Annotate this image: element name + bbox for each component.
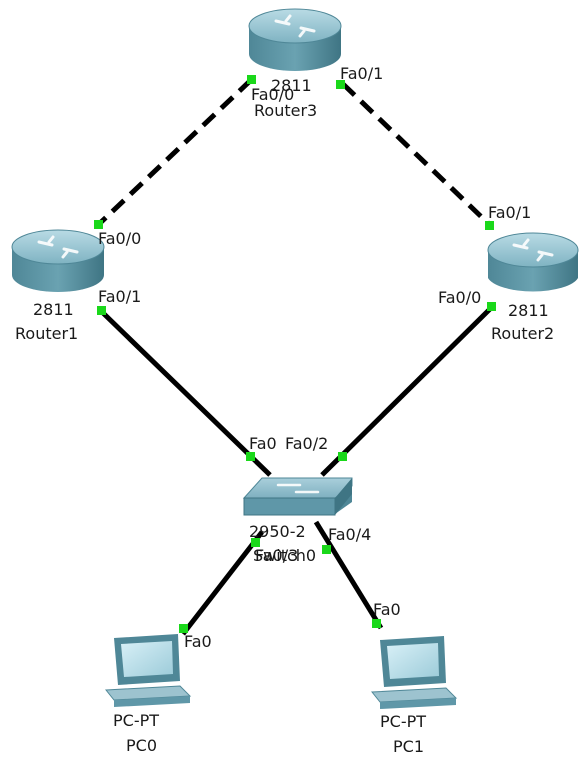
router1[interactable]: 2811 Router1 [11, 229, 105, 343]
router-icon [11, 229, 105, 292]
pc1-model: PC-PT [380, 712, 426, 731]
link-router2-switch[interactable] [320, 305, 494, 477]
port-label-r3-fa00: Fa0/0 [251, 85, 294, 104]
port-indicator [336, 80, 345, 89]
router-icon [248, 8, 342, 71]
port-indicator [246, 452, 255, 461]
port-label-sw-fa03: Fa0/3 [255, 546, 298, 565]
port-indicator [251, 538, 260, 547]
router2-model: 2811 [508, 301, 549, 320]
pc0[interactable]: PC-PT PC0 [105, 634, 192, 755]
router-icon [487, 232, 579, 292]
port-indicator [338, 452, 347, 461]
port-indicator [485, 221, 494, 230]
port-indicator [322, 545, 331, 554]
switch0[interactable]: 2950-2 Switch0 [242, 477, 353, 565]
port-label-pc1-fa0: Fa0 [373, 600, 401, 619]
port-label-sw-fa01: Fa0 [249, 434, 277, 453]
port-label-r1-fa01: Fa0/1 [98, 287, 141, 306]
router2[interactable]: 2811 Router2 [487, 232, 579, 343]
pc0-model: PC-PT [113, 711, 159, 730]
port-label-r1-fa00: Fa0/0 [98, 229, 141, 248]
link-router3-router1[interactable] [96, 78, 253, 227]
link-switch-pc0[interactable] [181, 530, 264, 636]
switch-icon [242, 477, 353, 516]
port-label-r2-fa00: Fa0/0 [438, 288, 481, 307]
port-label-sw-fa04: Fa0/4 [328, 525, 371, 544]
port-indicator [247, 75, 256, 84]
pc1-name: PC1 [393, 737, 424, 756]
port-label-r2-fa01: Fa0/1 [488, 203, 531, 222]
port-label-sw-fa02: Fa0/2 [285, 434, 328, 453]
port-indicator [97, 306, 106, 315]
router2-name: Router2 [491, 324, 554, 343]
switch0-name: Switch0 [253, 546, 316, 565]
port-indicator [179, 624, 188, 633]
switch0-model: 2950-2 [249, 522, 306, 541]
port-indicator [94, 220, 103, 229]
link-switch-pc1[interactable] [313, 520, 384, 630]
pc-icon [105, 634, 192, 707]
port-indicator [487, 302, 496, 311]
pc1[interactable]: PC-PT PC1 [371, 636, 458, 756]
link-router1-switch[interactable] [99, 309, 272, 477]
pc-icon [371, 636, 458, 709]
router3-name: Router3 [254, 101, 317, 120]
router1-name: Router1 [15, 324, 78, 343]
pc0-name: PC0 [126, 736, 157, 755]
port-indicator [372, 619, 381, 628]
link-router3-router2[interactable] [341, 82, 494, 229]
router1-model: 2811 [33, 300, 74, 319]
port-label-r3-fa01: Fa0/1 [340, 64, 383, 83]
router3-model: 2811 [271, 76, 312, 95]
router3[interactable]: 2811 Router3 [248, 8, 342, 120]
port-label-pc0-fa0: Fa0 [184, 632, 212, 651]
